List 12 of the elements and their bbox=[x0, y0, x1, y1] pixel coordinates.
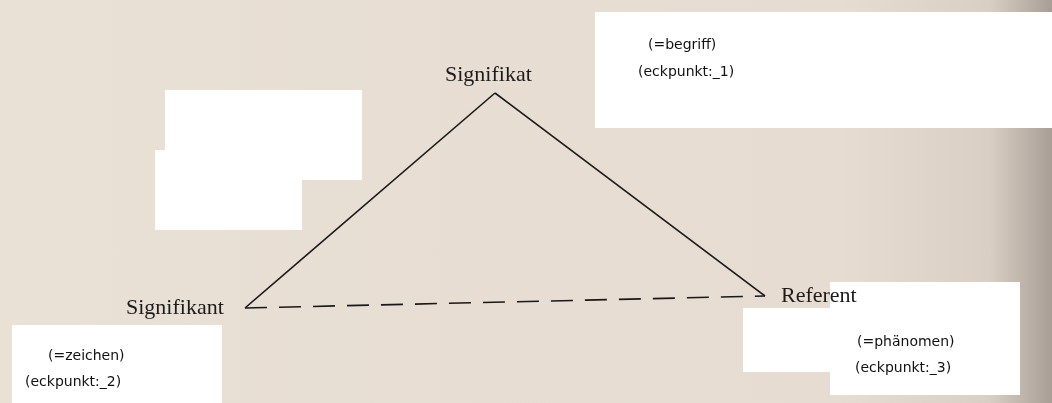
line bbox=[494, 92, 766, 297]
vertex-label: Referent bbox=[781, 283, 857, 308]
annotation-text: (eckpunkt:_2) bbox=[25, 373, 122, 389]
vertex-label: Signifikant bbox=[126, 295, 224, 320]
annotation-text: (=zeichen) bbox=[48, 347, 125, 363]
annotation-text: (eckpunkt:_1) bbox=[638, 63, 735, 79]
annotation-text: (=begriff) bbox=[648, 36, 717, 52]
vertex-label: Signifikat bbox=[445, 62, 532, 87]
dashed-line bbox=[244, 295, 766, 309]
annotation-text: (eckpunkt:_3) bbox=[855, 359, 952, 375]
line bbox=[244, 92, 496, 309]
annotation-text: (=phänomen) bbox=[857, 333, 955, 349]
